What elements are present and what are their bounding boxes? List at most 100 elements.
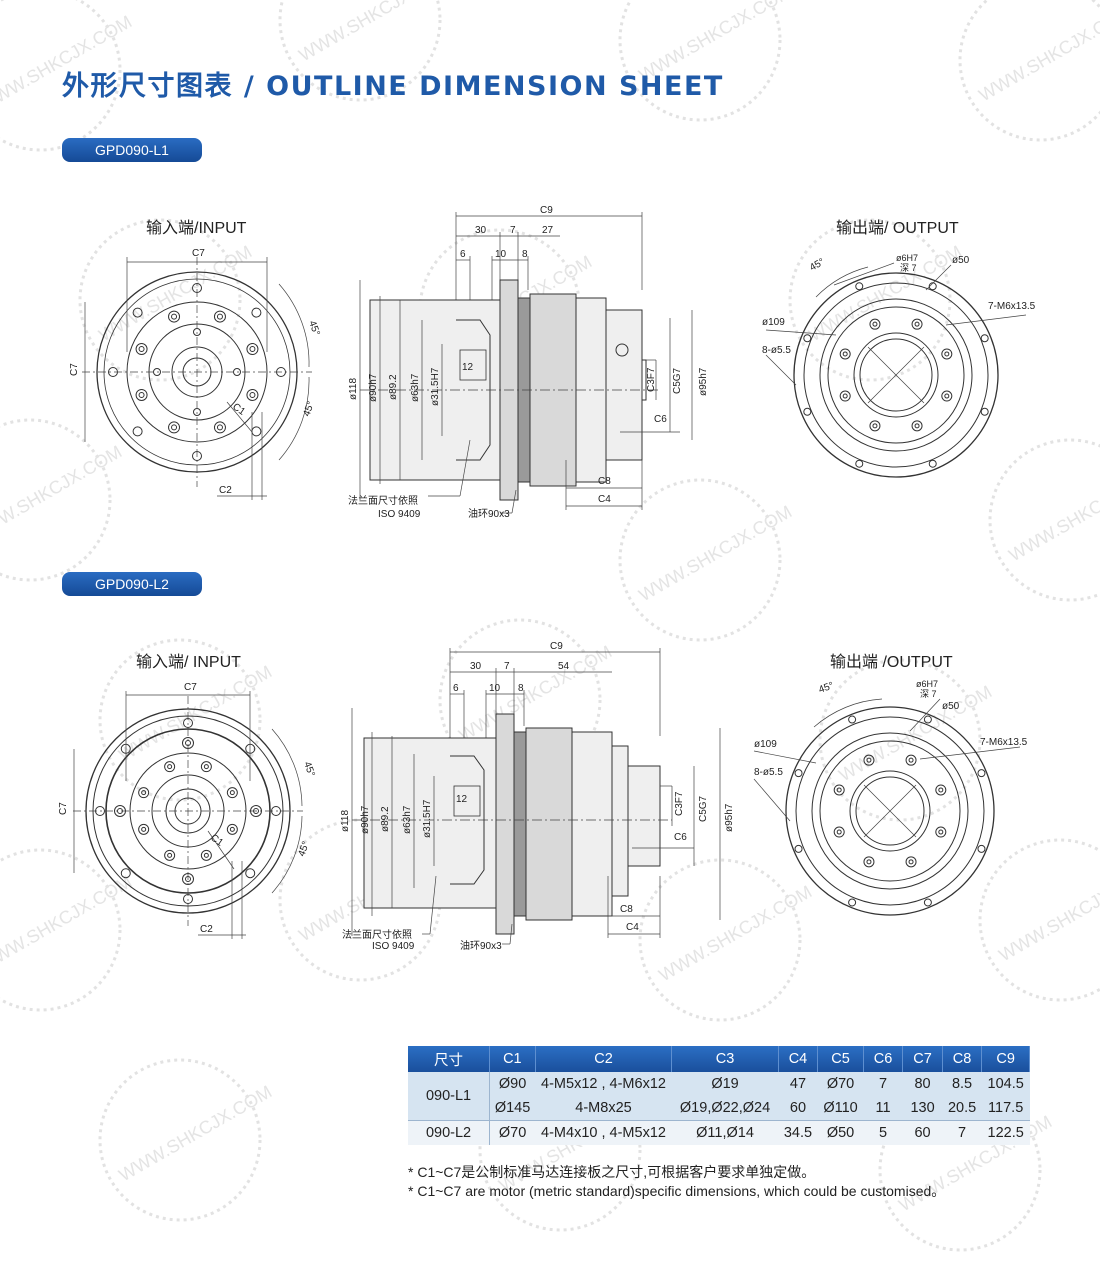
- bolt-hole: [941, 390, 953, 402]
- watermark-text: WWW.SHKCJX.COM: [115, 1082, 275, 1186]
- table-cell: 7: [863, 1072, 903, 1096]
- dim-c7-top-l1: C7: [192, 248, 205, 259]
- dim-c7-side-l2: C7: [58, 802, 69, 815]
- bolt-hole-inner: [872, 321, 878, 327]
- table-cell: 8.5: [942, 1072, 982, 1096]
- table-cell: 4-M4x10 , 4-M5x12: [535, 1120, 672, 1145]
- dim-95-l2: ø95h7: [724, 803, 735, 832]
- bolt-hole: [869, 318, 881, 330]
- dim-315-l2: ø31.5H7: [422, 799, 433, 838]
- dim-90-l2: ø90h7: [360, 805, 371, 834]
- table-cell: Ø110: [817, 1096, 864, 1121]
- table-header: C8: [942, 1046, 983, 1072]
- bolt-hole: [941, 348, 953, 360]
- flange-note-l2: 法兰面尺寸依照: [342, 928, 412, 941]
- bolt-hole-inner: [138, 391, 145, 398]
- table-cell: 122.5: [981, 1120, 1030, 1145]
- bolt-hole: [869, 420, 881, 432]
- bolt-hole-inner: [229, 826, 235, 832]
- table-cell: 104.5: [981, 1072, 1030, 1096]
- dim-63-l2: ø63h7: [402, 805, 413, 834]
- side-view-l1: C9 30 7 27 6 10 8 ø118 ø90h7 ø89.2 ø63h7…: [348, 205, 709, 520]
- table-cell: Ø19,Ø22,Ø24: [671, 1096, 779, 1121]
- bolt-hole-inner: [938, 829, 944, 835]
- bolt-hole: [246, 343, 259, 356]
- table-cell: 60: [902, 1120, 943, 1145]
- bolt-hole: [928, 459, 937, 468]
- iso-note-l1: ISO 9409: [378, 509, 421, 520]
- bolt-hole: [923, 898, 932, 907]
- dim-55-l2: 8-ø5.5: [754, 767, 783, 778]
- dim-6-l1: 6: [460, 249, 466, 260]
- side-view-l2: C9 30 7 54 6 10 8 ø118 ø90h7 ø89.2 ø63h7…: [340, 641, 735, 952]
- table-cell: Ø50: [817, 1120, 864, 1145]
- table-header: C5: [817, 1046, 864, 1072]
- bolt-hole: [833, 826, 845, 838]
- dim-12-l1: 12: [462, 362, 474, 373]
- note-english: * C1~C7 are motor (metric standard)speci…: [408, 1183, 946, 1199]
- dim-c4-l2: C4: [626, 922, 639, 933]
- bolt-hole: [855, 282, 864, 291]
- dim-7-l1: 7: [510, 225, 516, 236]
- bolt-hole: [803, 407, 812, 416]
- table-row: 090-L2 Ø70 4-M4x10 , 4-M5x12 Ø11,Ø14 34.…: [408, 1120, 1030, 1145]
- table-cell: 4-M5x12 , 4-M6x12: [535, 1072, 672, 1096]
- bolt-hole: [168, 421, 181, 434]
- dim-c8-l2: C8: [620, 904, 633, 915]
- model-cell: 090-L1: [408, 1072, 491, 1121]
- dim-7-l2: 7: [504, 661, 510, 672]
- dim-c5-l1: C5G7: [672, 367, 683, 394]
- table-cell: Ø90: [489, 1072, 536, 1096]
- bolt-hole: [251, 426, 262, 437]
- bolt-hole: [168, 310, 181, 323]
- table-cell: Ø145: [489, 1096, 536, 1121]
- dim-30-l1: 30: [475, 225, 487, 236]
- bolt-hole-inner: [938, 787, 944, 793]
- dim-6h7-l1: ø6H7: [896, 253, 918, 263]
- dim-95-l1: ø95h7: [698, 367, 709, 396]
- dim-c3-l2: C3F7: [674, 791, 685, 816]
- bolt-hole-inner: [249, 346, 256, 353]
- dim-55-l1: 8-ø5.5: [762, 345, 791, 356]
- dim-8-l1: 8: [522, 249, 528, 260]
- bolt-hole: [839, 390, 851, 402]
- dim-118-l1: ø118: [348, 378, 359, 400]
- iso-note-l2: ISO 9409: [372, 941, 415, 952]
- bolt-hole-inner: [229, 790, 235, 796]
- model-tab-l2: GPD090-L2: [62, 572, 202, 596]
- bolt-hole-inner: [216, 313, 223, 320]
- dim-50-l1: ø50: [952, 255, 970, 266]
- bolt-hole-inner: [203, 852, 209, 858]
- dim-c4-l1: C4: [598, 494, 611, 505]
- dim-c6-l2: C6: [674, 832, 687, 843]
- bolt-hole: [138, 787, 150, 799]
- bolt-hole: [863, 856, 875, 868]
- dim-30-l2: 30: [470, 661, 482, 672]
- bolt-hole: [246, 388, 259, 401]
- dim-45-bottom-l1: 45°: [301, 400, 317, 418]
- table-header: C9: [981, 1046, 1030, 1072]
- dim-90-l1: ø90h7: [368, 373, 379, 402]
- dim-12-l2: 12: [456, 794, 468, 805]
- table-cell: Ø70: [489, 1120, 536, 1145]
- bolt-hole: [245, 868, 256, 879]
- output-label-l1: 输出端/ OUTPUT: [836, 220, 959, 237]
- dim-892-l2: ø89.2: [380, 806, 391, 832]
- dim-c2-l2: C2: [200, 924, 213, 935]
- bolt-hole-inner: [167, 764, 173, 770]
- dim-109-l1: ø109: [762, 317, 785, 328]
- dim-315-l1: ø31.5H7: [430, 367, 441, 406]
- dim-45-top-l1: 45°: [306, 319, 322, 337]
- dim-45-l2-out: 45°: [817, 680, 835, 696]
- dim-8-l2: 8: [518, 683, 524, 694]
- dim-c6-l1: C6: [654, 414, 667, 425]
- bolt-hole-inner: [842, 393, 848, 399]
- bolt-hole: [132, 307, 143, 318]
- bolt-hole: [980, 407, 989, 416]
- dim-c8-l1: C8: [598, 476, 611, 487]
- watermark-text: WWW.SHKCJX.COM: [975, 2, 1100, 106]
- bolt-hole: [251, 307, 262, 318]
- bolt-hole: [213, 421, 226, 434]
- table-cell: 4-M8x25: [535, 1096, 672, 1121]
- bolt-hole: [120, 868, 131, 879]
